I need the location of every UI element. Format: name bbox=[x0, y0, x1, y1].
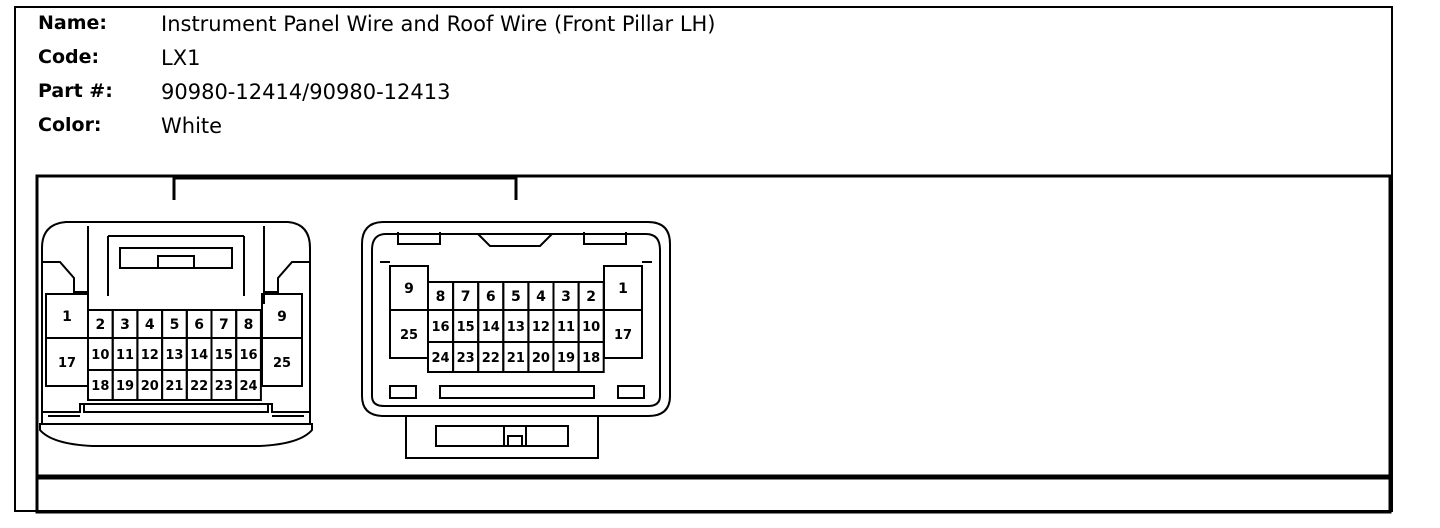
connector-b-pin-label-5: 5 bbox=[511, 289, 521, 305]
connector-a-pin-label-23: 23 bbox=[215, 379, 233, 394]
connector-b-pin-label-17: 17 bbox=[614, 328, 632, 343]
connector-a-pin-label-14: 14 bbox=[190, 348, 208, 363]
connector-b-cells bbox=[389, 265, 643, 373]
connector-a-pin-label-16: 16 bbox=[240, 348, 258, 363]
connector-a-labels: 1 17 9 25 2 10 3 11 4 12 5 13 6 14 7 15 8 16 18 19 20 21 22 23 2… bbox=[58, 309, 291, 394]
connector-b-pin-label-18: 18 bbox=[582, 351, 600, 366]
connector-b-pin-label-23: 23 bbox=[457, 351, 475, 366]
connector-a-cells bbox=[45, 293, 303, 401]
info-row-name: Name: Instrument Panel Wire and Roof Wir… bbox=[38, 12, 838, 42]
info-row-part: Part #: 90980-12414/90980-12413 bbox=[38, 80, 838, 110]
connector-a-pin-label-19: 19 bbox=[116, 379, 134, 394]
connector-a-pin-label-25: 25 bbox=[273, 356, 291, 371]
connector-b-labels: 9 25 1 17 8 16 24 7 15 23 6 14 22 5 13 21 4 12 20 3 11 19 2 10 1… bbox=[400, 281, 632, 366]
code-value: LX1 bbox=[161, 46, 201, 70]
connector-a-pin-label-20: 20 bbox=[141, 379, 159, 394]
connector-b-pin-label-20: 20 bbox=[532, 351, 550, 366]
color-label: Color: bbox=[38, 114, 102, 136]
connector-b-pin-label-6: 6 bbox=[486, 289, 496, 305]
connector-a-housing bbox=[39, 221, 313, 447]
connector-a-pin-label-12: 12 bbox=[141, 348, 159, 363]
connector-b-pin-label-3: 3 bbox=[561, 289, 571, 305]
connector-b-pin-label-19: 19 bbox=[557, 351, 575, 366]
part-value: 90980-12414/90980-12413 bbox=[161, 80, 451, 104]
connector-a-pin-label-24: 24 bbox=[240, 379, 258, 394]
connector-a-pin-label-13: 13 bbox=[165, 348, 183, 363]
connector-a-pin-label-3: 3 bbox=[120, 317, 130, 333]
name-label: Name: bbox=[38, 12, 108, 34]
color-value: White bbox=[161, 114, 223, 138]
connector-b-pin-label-15: 15 bbox=[457, 320, 475, 335]
connector-a-pin-label-4: 4 bbox=[145, 317, 155, 333]
connector-b-pin-label-12: 12 bbox=[532, 320, 550, 335]
connector-b-pin-label-10: 10 bbox=[582, 320, 600, 335]
connector-b-pin-label-2: 2 bbox=[586, 289, 596, 305]
connector-a-pin-label-21: 21 bbox=[165, 379, 183, 394]
connector-a-pin-label-6: 6 bbox=[194, 317, 204, 333]
diagram-footer-box bbox=[35, 476, 1392, 514]
connector-a-pin-label-9: 9 bbox=[277, 309, 287, 325]
connector-a-pin-label-15: 15 bbox=[215, 348, 233, 363]
connector-b-pin-label-8: 8 bbox=[436, 289, 446, 305]
connector-a-pin-label-22: 22 bbox=[190, 379, 208, 394]
connector-b-pin-label-1: 1 bbox=[618, 281, 628, 297]
connector-a-pin-label-1: 1 bbox=[62, 309, 72, 325]
connector-b-pin-label-21: 21 bbox=[507, 351, 525, 366]
connector-b-pin-label-7: 7 bbox=[461, 289, 471, 305]
connector-b-pin-label-4: 4 bbox=[536, 289, 546, 305]
connector-a-pin-label-8: 8 bbox=[244, 317, 254, 333]
code-label: Code: bbox=[38, 46, 100, 68]
connector-b-pin-label-16: 16 bbox=[432, 320, 450, 335]
connector-b-pin-label-11: 11 bbox=[557, 320, 575, 335]
connector-a-pin-label-11: 11 bbox=[116, 348, 134, 363]
connector-b-pin-label-25: 25 bbox=[400, 328, 418, 343]
connector-b-housing bbox=[361, 221, 671, 459]
info-row-color: Color: White bbox=[38, 114, 838, 144]
connector-a-pin-cell-24 bbox=[235, 369, 262, 401]
connector-b-pin-label-24: 24 bbox=[432, 351, 450, 366]
connector-a-pin-label-18: 18 bbox=[91, 379, 109, 394]
connector-b-pin-label-9: 9 bbox=[404, 281, 414, 297]
connector-b-pin-label-22: 22 bbox=[482, 351, 500, 366]
info-row-code: Code: LX1 bbox=[38, 46, 838, 76]
connector-a-pin-label-17: 17 bbox=[58, 356, 76, 371]
connector-a-pin-label-2: 2 bbox=[95, 317, 105, 333]
connector-a-pin-label-7: 7 bbox=[219, 317, 229, 333]
name-value: Instrument Panel Wire and Roof Wire (Fro… bbox=[161, 12, 716, 36]
connector-a-pin-cell-25 bbox=[261, 337, 303, 387]
connector-b-pin-label-14: 14 bbox=[482, 320, 500, 335]
connector-b-pin-label-13: 13 bbox=[507, 320, 525, 335]
part-label: Part #: bbox=[38, 80, 113, 102]
connector-a-pin-label-5: 5 bbox=[170, 317, 180, 333]
connector-b-pin-cell-18 bbox=[577, 341, 605, 373]
connector-bracket bbox=[172, 176, 518, 200]
diagram-box bbox=[35, 174, 1392, 478]
connector-a-pin-label-10: 10 bbox=[91, 348, 109, 363]
